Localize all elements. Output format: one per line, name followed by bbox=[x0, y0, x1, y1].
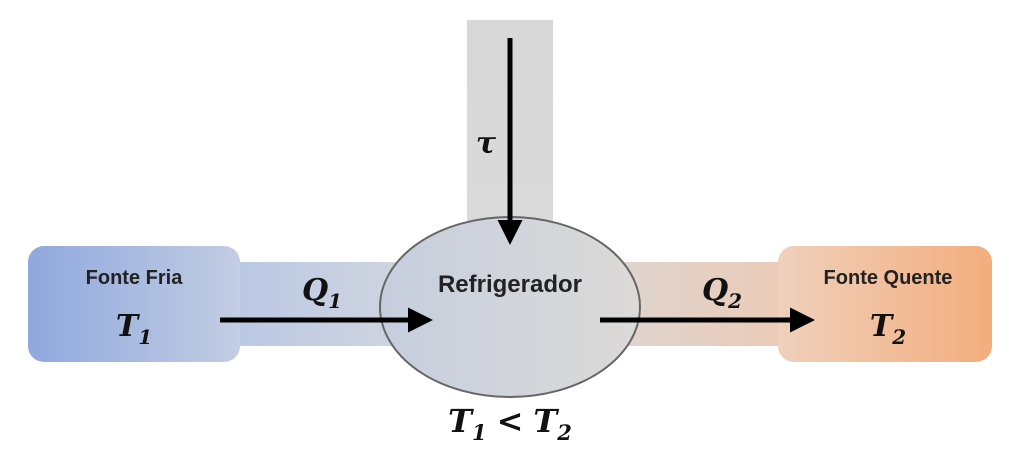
hot-reservoir-temperature: T2 bbox=[870, 309, 906, 349]
cold-reservoir-box bbox=[28, 246, 240, 362]
work-symbol: τ bbox=[476, 126, 497, 161]
heat-in-label: Q1 bbox=[302, 273, 342, 313]
temperature-condition: T1<T2 bbox=[448, 402, 572, 445]
heat-out-label: Q2 bbox=[702, 273, 742, 313]
refrigerator-label: Refrigerador bbox=[438, 271, 582, 298]
cold-reservoir-title: Fonte Fria bbox=[86, 267, 184, 289]
cold-reservoir-temperature: T1 bbox=[116, 309, 152, 349]
hot-reservoir-box bbox=[778, 246, 992, 362]
hot-reservoir-title: Fonte Quente bbox=[824, 267, 953, 289]
refrigerator-ellipse bbox=[379, 216, 641, 398]
